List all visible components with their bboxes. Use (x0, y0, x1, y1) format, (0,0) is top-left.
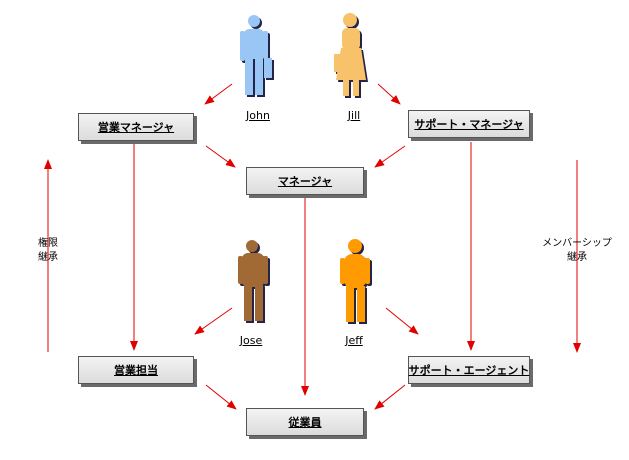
jeff-person-icon (340, 239, 372, 324)
role-manager[interactable]: マネージャ (246, 167, 364, 195)
john-person-icon (240, 15, 274, 97)
membership-inheritance-line2: 継承 (567, 252, 587, 263)
arrow-support-manager-to-manager (374, 145, 406, 168)
arrow-sales-rep-to-employee (205, 384, 237, 410)
permission-inheritance-line1: 権限 (38, 238, 58, 249)
person-label-jose[interactable]: Jose (239, 334, 263, 347)
person-label-jeff[interactable]: Jeff (345, 334, 363, 347)
arrow-sales-manager-to-manager (205, 145, 236, 168)
role-sales-manager[interactable]: 営業マネージャ (78, 113, 194, 141)
arrow-john-to-sales-manager (204, 83, 233, 105)
role-support-manager[interactable]: サポート・マネージャ (408, 110, 530, 138)
permission-inheritance-line2: 継承 (38, 252, 58, 263)
person-label-john[interactable]: John (246, 109, 270, 122)
role-sales-rep[interactable]: 営業担当 (78, 356, 194, 384)
role-support-agent[interactable]: サポート・エージェント (408, 356, 530, 384)
arrow-jeff-to-support-agent (385, 307, 419, 335)
jose-person-icon (238, 240, 270, 323)
jill-person-icon (334, 13, 368, 98)
arrow-jose-to-sales-rep (194, 307, 233, 335)
membership-inheritance-line1: メンバーシップ (542, 238, 612, 249)
arrow-jill-to-support-manager (377, 83, 401, 105)
role-employee[interactable]: 従業員 (246, 408, 364, 436)
membership-inheritance-label: メンバーシップ 継承 (542, 237, 612, 265)
permission-inheritance-label: 権限 継承 (38, 237, 58, 265)
arrow-support-agent-to-employee (374, 384, 406, 410)
person-label-jill[interactable]: Jill (347, 109, 361, 122)
